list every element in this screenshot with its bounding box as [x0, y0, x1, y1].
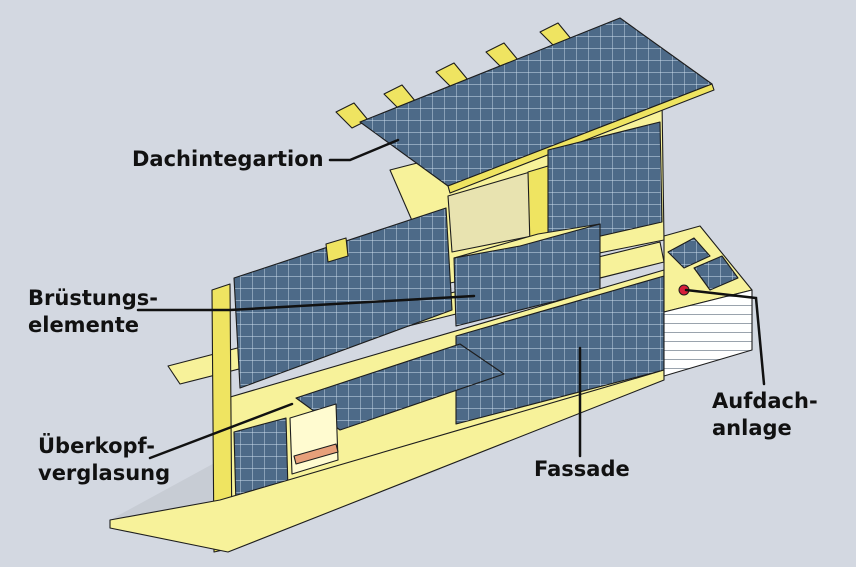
label-bruestung-line1: Brüstungs-	[28, 286, 158, 310]
label-fassade: Fassade	[534, 456, 630, 483]
label-ueberkopf-line2: verglasung	[38, 461, 171, 485]
label-dachintegration-line1: Dachintegartion	[132, 147, 324, 171]
label-dachintegration: Dachintegartion	[132, 146, 324, 173]
upper-facade-pv	[547, 121, 663, 249]
left-balcony-pv	[233, 207, 453, 389]
label-ueberkopfverglasung: Überkopf- verglasung	[38, 433, 170, 487]
leader-dach	[328, 138, 400, 162]
left-rail	[325, 237, 349, 263]
leader-aufdach	[684, 288, 766, 386]
annex-pv-2	[693, 255, 739, 291]
label-fassade-line1: Fassade	[534, 457, 630, 481]
leader-ueberkopf	[148, 402, 294, 460]
label-aufdach-line2: anlage	[712, 416, 792, 440]
label-ueberkopf-line1: Überkopf-	[38, 434, 156, 458]
label-aufdach-line1: Aufdach-	[712, 389, 818, 413]
base-slab	[109, 369, 665, 553]
annex-pv-1	[667, 237, 711, 269]
label-aufdachanlage: Aufdach- anlage	[712, 388, 818, 442]
label-bruestung-line2: elemente	[28, 313, 140, 337]
roof-edge	[447, 83, 715, 194]
label-bruestungselemente: Brüstungs- elemente	[28, 285, 158, 339]
window-sill	[293, 443, 339, 465]
annex-wall	[663, 289, 753, 377]
leader-bruestung	[136, 294, 476, 312]
balcony-floor	[453, 223, 601, 259]
